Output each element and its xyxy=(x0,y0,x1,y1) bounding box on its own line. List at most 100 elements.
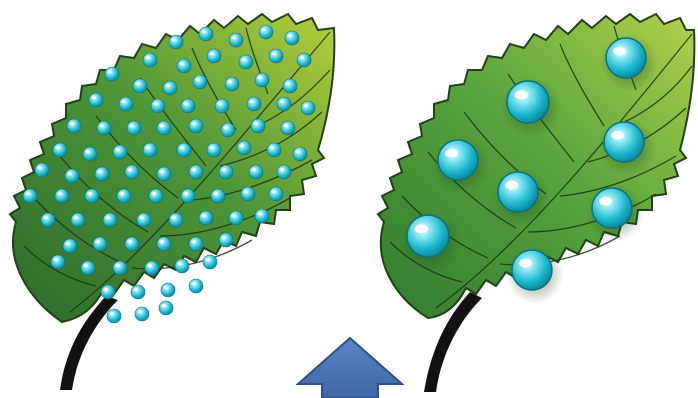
small-droplet xyxy=(97,121,111,135)
small-droplet xyxy=(269,49,283,63)
small-droplet xyxy=(127,121,141,135)
small-droplet-highlight xyxy=(184,102,188,105)
small-droplet-highlight xyxy=(184,192,188,195)
small-droplet xyxy=(207,49,221,63)
small-droplet xyxy=(211,189,225,203)
small-droplet xyxy=(101,285,115,299)
small-droplet-highlight xyxy=(218,102,222,105)
small-droplet xyxy=(269,187,283,201)
small-droplet xyxy=(145,261,159,275)
small-droplet xyxy=(63,239,77,253)
small-droplet xyxy=(93,237,107,251)
small-droplet xyxy=(297,53,311,67)
large-droplet-highlight xyxy=(611,131,624,140)
small-droplet xyxy=(113,145,127,159)
small-droplet-highlight xyxy=(192,240,196,243)
small-droplet xyxy=(251,119,265,133)
small-droplet xyxy=(143,53,157,67)
small-droplet-highlight xyxy=(180,146,184,149)
small-droplet-highlight xyxy=(160,240,164,243)
small-droplet-highlight xyxy=(140,216,144,219)
small-droplet xyxy=(215,99,229,113)
small-droplet xyxy=(189,279,203,293)
small-droplet-highlight xyxy=(68,172,72,175)
small-droplet xyxy=(247,97,261,111)
small-droplet xyxy=(67,119,81,133)
small-droplet-highlight xyxy=(162,304,166,307)
small-droplet-highlight xyxy=(178,262,182,265)
small-droplet-highlight xyxy=(116,148,120,151)
small-droplet xyxy=(157,167,171,181)
small-droplet-highlight xyxy=(202,214,206,217)
small-droplet-highlight xyxy=(88,192,92,195)
small-droplet xyxy=(137,213,151,227)
small-droplet-highlight xyxy=(242,58,246,61)
small-droplet-highlight xyxy=(228,80,232,83)
small-droplet xyxy=(23,189,37,203)
small-droplet xyxy=(281,121,295,135)
small-droplet-highlight xyxy=(270,146,274,149)
small-droplet xyxy=(35,163,49,177)
small-droplet xyxy=(193,75,207,89)
small-droplet xyxy=(259,25,273,39)
small-droplet xyxy=(177,59,191,73)
small-droplet xyxy=(199,211,213,225)
small-droplet-highlight xyxy=(106,216,110,219)
small-droplet-highlight xyxy=(160,170,164,173)
small-droplet xyxy=(83,147,97,161)
left-leaf xyxy=(10,14,334,390)
small-droplet xyxy=(219,165,233,179)
small-droplet xyxy=(189,119,203,133)
small-droplet xyxy=(159,301,173,315)
small-droplet xyxy=(55,189,69,203)
small-droplet-highlight xyxy=(192,282,196,285)
small-droplet-highlight xyxy=(84,264,88,267)
small-droplet xyxy=(169,35,183,49)
small-droplet xyxy=(81,261,95,275)
small-droplet-highlight xyxy=(240,144,244,147)
small-droplet-highlight xyxy=(258,76,262,79)
small-droplet-highlight xyxy=(148,264,152,267)
small-droplet-highlight xyxy=(232,36,236,39)
small-droplet xyxy=(283,79,297,93)
small-droplet-highlight xyxy=(280,100,284,103)
small-droplet-highlight xyxy=(296,150,300,153)
small-droplet-highlight xyxy=(96,240,100,243)
large-droplet-highlight xyxy=(515,90,528,99)
small-droplet xyxy=(131,285,145,299)
small-droplet-highlight xyxy=(152,192,156,195)
small-droplet-highlight xyxy=(108,70,112,73)
small-droplet-highlight xyxy=(122,100,126,103)
small-droplet-highlight xyxy=(66,242,70,245)
small-droplet xyxy=(181,99,195,113)
small-droplet xyxy=(151,99,165,113)
small-droplet-highlight xyxy=(214,192,218,195)
small-droplet-highlight xyxy=(180,62,184,65)
small-droplet xyxy=(65,169,79,183)
small-droplet xyxy=(53,143,67,157)
small-droplet-highlight xyxy=(250,100,254,103)
small-droplet-highlight xyxy=(120,192,124,195)
small-droplet-highlight xyxy=(202,30,206,33)
small-droplet xyxy=(85,189,99,203)
small-droplet xyxy=(125,237,139,251)
small-droplet xyxy=(189,237,203,251)
small-droplet xyxy=(41,213,55,227)
small-droplet xyxy=(249,165,263,179)
large-droplet xyxy=(438,140,478,180)
small-droplet-highlight xyxy=(224,126,228,129)
small-droplet xyxy=(163,81,177,95)
small-droplet xyxy=(225,77,239,91)
small-droplet-highlight xyxy=(172,38,176,41)
right-leaf xyxy=(378,14,694,392)
small-droplet xyxy=(113,261,127,275)
small-droplet-highlight xyxy=(300,56,304,59)
small-droplet-highlight xyxy=(284,124,288,127)
large-droplet-highlight xyxy=(415,224,428,233)
small-droplet-highlight xyxy=(222,236,226,239)
small-droplet-highlight xyxy=(146,146,150,149)
small-droplet-highlight xyxy=(56,146,60,149)
small-droplet xyxy=(237,141,251,155)
